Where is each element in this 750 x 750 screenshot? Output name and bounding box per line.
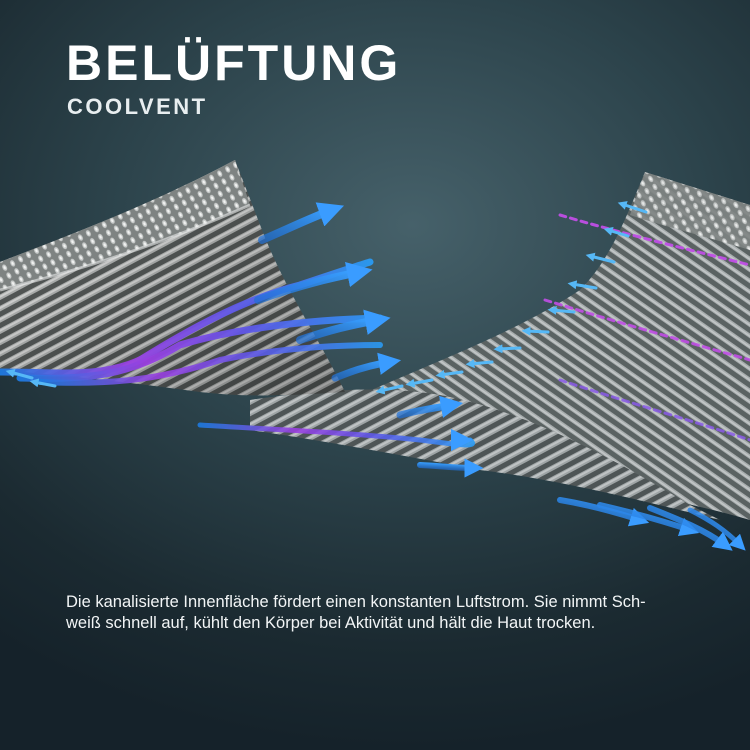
arrow-mid-4 (417, 458, 484, 478)
description-line-2: weiß schnell auf, kühlt den Körper bei A… (66, 614, 596, 632)
fabric-sheet-left (0, 160, 345, 396)
arrow-low-3 (647, 505, 733, 551)
page-title: BELÜFTUNG (66, 35, 402, 91)
description-line-1: Die kanalisierte Innenfläche fördert ein… (66, 593, 646, 611)
intake-arrows (5, 201, 648, 395)
arrow-mid-1 (331, 352, 402, 382)
feature-description: Die kanalisierte Innenfläche fördert ein… (66, 592, 666, 634)
arrow-up-1 (258, 202, 345, 244)
arrow-mid-2 (396, 395, 464, 419)
fabric-sheet-middle (250, 389, 720, 520)
page-subtitle: COOLVENT (67, 94, 208, 119)
outflow-arrows (254, 202, 746, 551)
arrow-low-2 (597, 502, 700, 537)
arrow-up-2 (254, 261, 373, 304)
arrow-low-1 (557, 497, 650, 527)
arrow-up-3 (296, 309, 391, 344)
arrow-low-4 (687, 507, 746, 551)
